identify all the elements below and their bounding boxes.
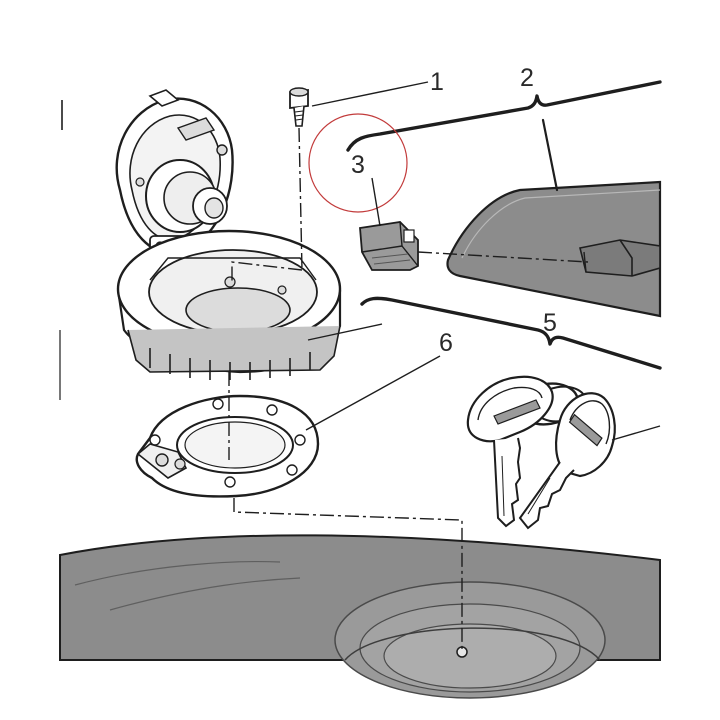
highlight-circle — [308, 113, 408, 213]
callout-5: 5 — [543, 309, 557, 337]
key-2 — [518, 392, 616, 530]
bracket-part-2 — [346, 80, 662, 192]
tank-side-panel — [446, 180, 662, 318]
fuel-cap-assembly — [115, 89, 342, 380]
panel-slot — [579, 239, 661, 277]
callout-1: 1 — [430, 68, 444, 96]
callout-3: 3 — [351, 151, 365, 179]
part-3-clip — [359, 221, 419, 271]
leader-lines — [305, 81, 661, 441]
cap-ring-body — [116, 229, 342, 380]
part-6-gasket — [135, 394, 320, 498]
part-5-keys — [466, 375, 616, 530]
tank-filler-opening — [334, 581, 606, 699]
bracket-part-5 — [360, 296, 662, 370]
fuel-tank-surface — [59, 534, 661, 699]
callout-2: 2 — [520, 64, 534, 92]
key-1 — [466, 375, 554, 528]
part-1-screw — [289, 87, 309, 127]
cap-lid — [115, 89, 234, 254]
assembly-axis-lines — [228, 127, 589, 650]
callout-6: 6 — [439, 329, 453, 357]
